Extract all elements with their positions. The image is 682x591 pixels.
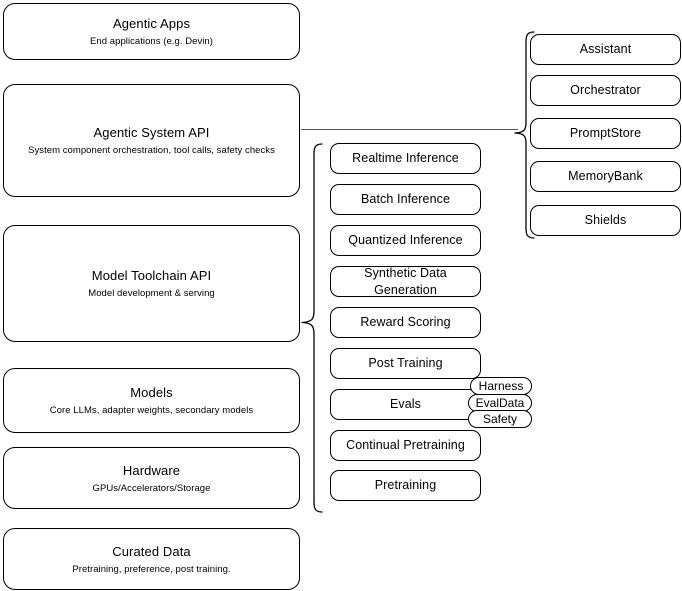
agentic-component-label: Shields: [584, 213, 627, 227]
evals-subcomponent-harness[interactable]: Harness: [470, 377, 532, 395]
agentic-component-orchestrator[interactable]: Orchestrator: [530, 75, 681, 106]
toolchain-capability-batch-inference[interactable]: Batch Inference: [330, 184, 481, 215]
agentic-component-assistant[interactable]: Assistant: [530, 34, 681, 65]
stack-layer-curated-data[interactable]: Curated Data Pretraining, preference, po…: [3, 528, 300, 590]
agentic-component-label: Orchestrator: [570, 83, 641, 97]
stack-layer-subtitle: GPUs/Accelerators/Storage: [92, 482, 211, 494]
toolchain-capability-label: Quantized Inference: [348, 233, 463, 247]
toolchain-capabilities-brace: [300, 143, 324, 513]
stack-layer-subtitle: Core LLMs, adapter weights, secondary mo…: [49, 405, 254, 416]
stack-layer-title: Curated Data: [112, 543, 191, 559]
toolchain-capability-realtime-inference[interactable]: Realtime Inference: [330, 143, 481, 174]
toolchain-capability-quantized-inference[interactable]: Quantized Inference: [330, 225, 481, 256]
toolchain-capability-label: Evals: [389, 397, 422, 411]
stack-layer-agentic-system-api[interactable]: Agentic System API System component orch…: [3, 84, 300, 197]
stack-layer-title: Hardware: [122, 462, 181, 478]
toolchain-capability-label: Reward Scoring: [360, 315, 451, 329]
stack-layer-subtitle: System component orchestration, tool cal…: [28, 145, 275, 156]
stack-layer-subtitle: End applications (e.g. Devin): [90, 36, 213, 47]
evals-subcomponent-label: Safety: [482, 412, 518, 426]
toolchain-capability-evals[interactable]: Evals: [330, 389, 481, 420]
toolchain-capability-label: Post Training: [368, 356, 443, 370]
stack-layer-subtitle: Model development & serving: [88, 288, 215, 299]
connector-agentic-system-to-components: [301, 129, 518, 131]
toolchain-capability-pretraining[interactable]: Pretraining: [330, 470, 481, 501]
evals-subcomponent-label: EvalData: [475, 396, 525, 410]
agentic-component-label: Assistant: [579, 42, 632, 56]
stack-layer-model-toolchain-api[interactable]: Model Toolchain API Model development & …: [3, 225, 300, 342]
agentic-component-promptstore[interactable]: PromptStore: [530, 118, 681, 149]
agentic-component-label: PromptStore: [569, 126, 642, 140]
toolchain-capability-label: Pretraining: [374, 478, 437, 492]
toolchain-capability-synthetic-data-generation[interactable]: Synthetic Data Generation: [330, 266, 481, 297]
toolchain-capability-label: Batch Inference: [360, 192, 451, 206]
toolchain-capability-label: Synthetic Data Generation: [364, 265, 447, 297]
agentic-component-shields[interactable]: Shields: [530, 205, 681, 236]
toolchain-capability-reward-scoring[interactable]: Reward Scoring: [330, 307, 481, 338]
toolchain-capability-label: Continual Pretraining: [346, 438, 465, 452]
agentic-component-label: MemoryBank: [568, 169, 643, 183]
evals-subcomponent-safety[interactable]: Safety: [468, 410, 532, 428]
stack-layer-agentic-apps[interactable]: Agentic Apps End applications (e.g. Devi…: [3, 3, 300, 60]
toolchain-capability-post-training[interactable]: Post Training: [330, 348, 481, 379]
stack-layer-title: Model Toolchain API: [91, 268, 212, 283]
agentic-component-memorybank[interactable]: MemoryBank: [530, 161, 681, 192]
stack-layer-subtitle: Pretraining, preference, post training.: [72, 563, 231, 575]
stack-layer-models[interactable]: Models Core LLMs, adapter weights, secon…: [3, 368, 300, 433]
evals-subcomponent-label: Harness: [478, 379, 524, 393]
stack-layer-hardware[interactable]: Hardware GPUs/Accelerators/Storage: [3, 447, 300, 509]
toolchain-capability-continual-pretraining[interactable]: Continual Pretraining: [330, 430, 481, 461]
toolchain-capability-label: Realtime Inference: [352, 151, 459, 165]
evals-subcomponent-evaldata[interactable]: EvalData: [468, 394, 532, 412]
stack-layer-title: Agentic System API: [93, 125, 210, 140]
stack-layer-title: Agentic Apps: [112, 16, 191, 31]
stack-layer-title: Models: [130, 385, 173, 400]
